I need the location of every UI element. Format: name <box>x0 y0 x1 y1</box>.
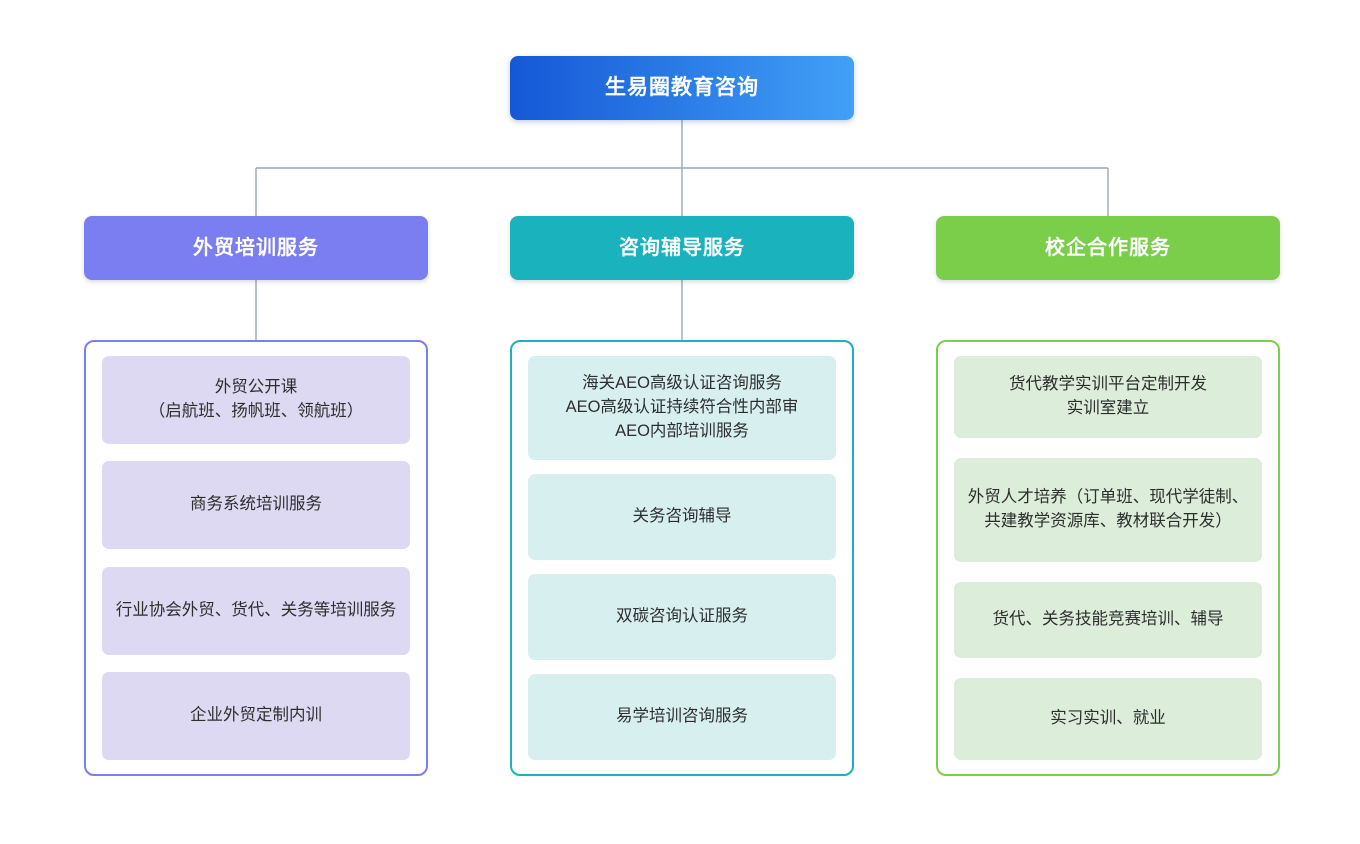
service-item[interactable]: 货代教学实训平台定制开发 实训室建立 <box>954 356 1262 438</box>
root-node-label: 生易圈教育咨询 <box>605 76 759 100</box>
service-item[interactable]: 实习实训、就业 <box>954 678 1262 760</box>
branch-column-3: 校企合作服务 货代教学实训平台定制开发 实训室建立 外贸人才培养（订单班、现代学… <box>936 216 1280 776</box>
branch-header-label-3: 校企合作服务 <box>1045 237 1171 259</box>
service-item[interactable]: 关务咨询辅导 <box>528 474 836 560</box>
service-item[interactable]: 货代、关务技能竞赛培训、辅导 <box>954 582 1262 658</box>
service-item[interactable]: 行业协会外贸、货代、关务等培训服务 <box>102 566 410 655</box>
service-item[interactable]: 海关AEO高级认证咨询服务 AEO高级认证持续符合性内部审 AEO内部培训服务 <box>528 356 836 460</box>
service-item[interactable]: 商务系统培训服务 <box>102 461 410 550</box>
branch-header-label-1: 外贸培训服务 <box>193 237 319 259</box>
service-item[interactable]: 企业外贸定制内训 <box>102 671 410 760</box>
branch-panel-2: 海关AEO高级认证咨询服务 AEO高级认证持续符合性内部审 AEO内部培训服务 … <box>510 340 854 776</box>
root-node[interactable]: 生易圈教育咨询 <box>510 56 854 120</box>
branch-header-3[interactable]: 校企合作服务 <box>936 216 1280 280</box>
branch-panel-3: 货代教学实训平台定制开发 实训室建立 外贸人才培养（订单班、现代学徒制、共建教学… <box>936 340 1280 776</box>
branch-header-label-2: 咨询辅导服务 <box>619 237 745 259</box>
service-item[interactable]: 外贸人才培养（订单班、现代学徒制、共建教学资源库、教材联合开发） <box>954 458 1262 562</box>
branch-panel-1: 外贸公开课 （启航班、扬帆班、领航班） 商务系统培训服务 行业协会外贸、货代、关… <box>84 340 428 776</box>
branch-column-1: 外贸培训服务 外贸公开课 （启航班、扬帆班、领航班） 商务系统培训服务 行业协会… <box>84 216 428 776</box>
branch-header-1[interactable]: 外贸培训服务 <box>84 216 428 280</box>
service-item[interactable]: 外贸公开课 （启航班、扬帆班、领航班） <box>102 356 410 444</box>
branch-column-2: 咨询辅导服务 海关AEO高级认证咨询服务 AEO高级认证持续符合性内部审 AEO… <box>510 216 854 776</box>
service-item[interactable]: 易学培训咨询服务 <box>528 674 836 760</box>
branch-header-2[interactable]: 咨询辅导服务 <box>510 216 854 280</box>
service-item[interactable]: 双碳咨询认证服务 <box>528 574 836 660</box>
